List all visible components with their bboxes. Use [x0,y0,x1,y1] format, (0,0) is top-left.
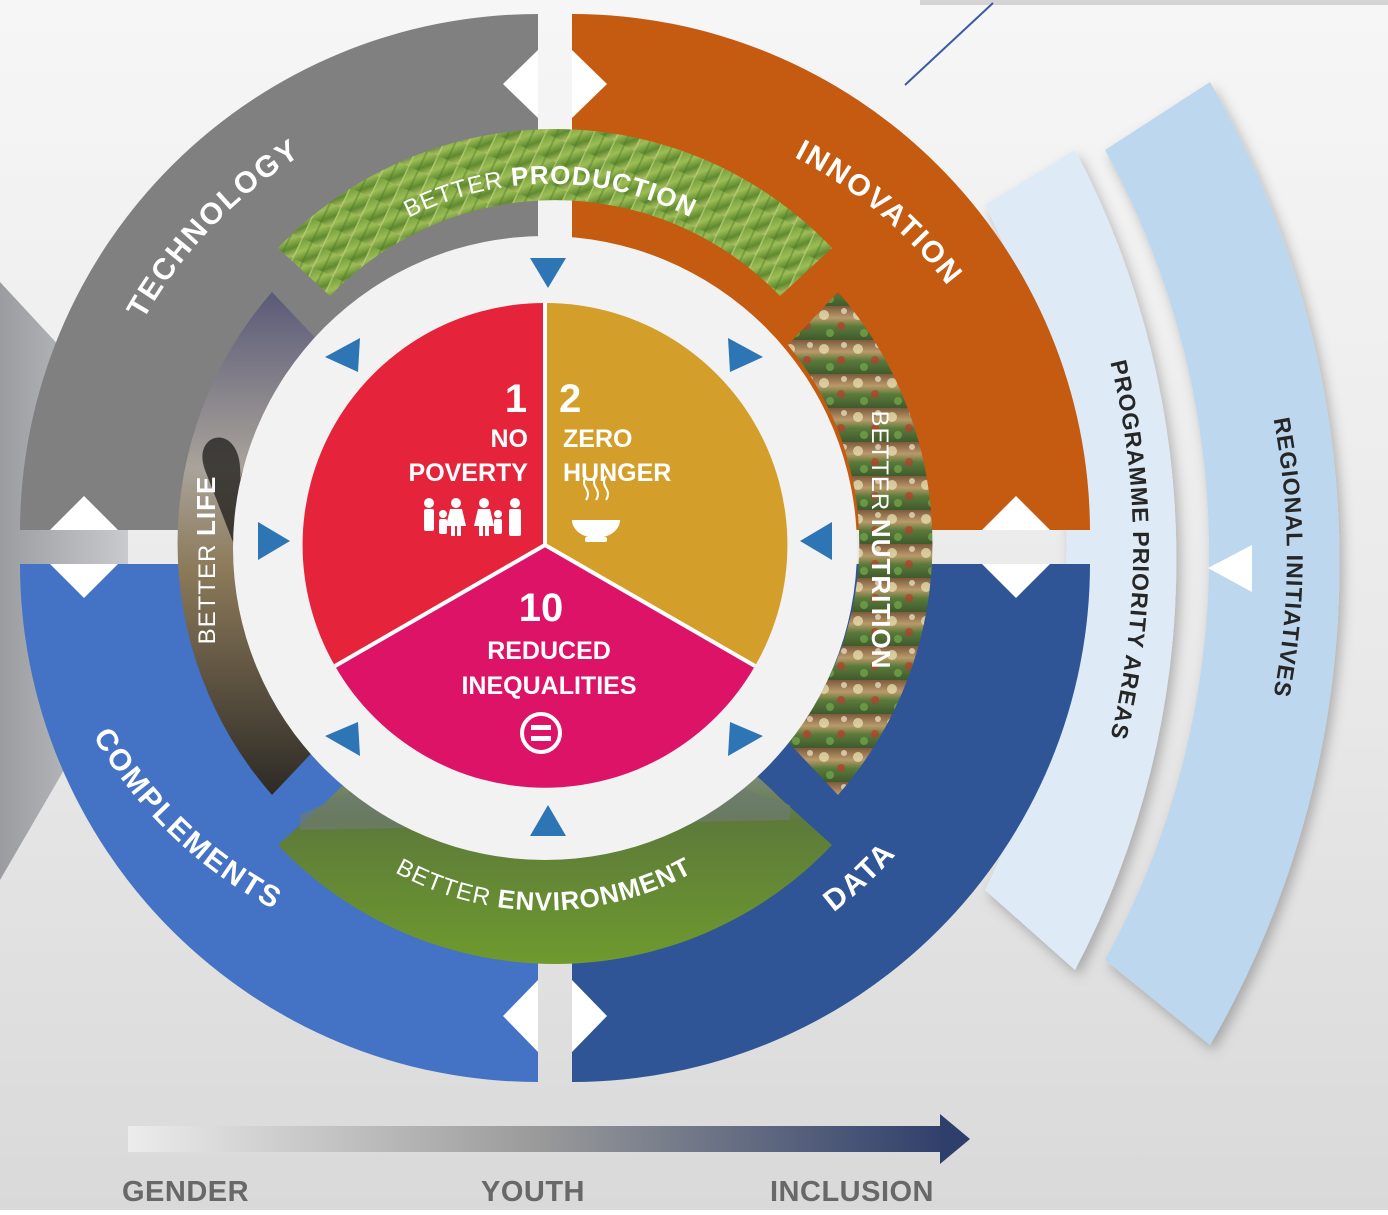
nutrition-label: BETTER NUTRITION [866,411,896,670]
sdg-pie [302,302,788,788]
connector-line [904,2,994,86]
sdg-2-line2: HUNGER [563,459,671,487]
sdg-2-number: 2 [559,377,581,421]
pointer-triangles [258,258,832,836]
sdg-1-line2: POVERTY [409,459,529,487]
inclusion-arrow-bar [128,1126,948,1152]
sdg-2-slice[interactable] [545,302,788,666]
life-label: BETTER LIFE [191,476,221,645]
equal-icon [520,712,562,754]
top-right-bar [920,0,1388,5]
svg-text:BETTER LIFE: BETTER LIFE [191,476,221,645]
family-icon [424,498,521,536]
youth-label: YOUTH [481,1176,585,1208]
svg-text:BETTER NUTRITION: BETTER NUTRITION [866,411,896,670]
bowl-icon [572,475,620,542]
sdg-10-line2: INEQUALITIES [461,672,636,700]
sdg-1-number: 1 [505,377,527,421]
production-image [278,129,832,296]
sdg-10-number: 10 [519,586,564,630]
programme-priority-arc[interactable] [985,150,1177,970]
inclusion-label: INCLUSION [770,1176,934,1208]
sdg-2-line1: ZERO [563,425,632,453]
connector-diamonds [50,50,1050,1052]
left-triangle-arrow [1208,545,1252,592]
sdg-1-slice[interactable] [302,302,545,666]
sdg-10-line1: REDUCED [487,637,611,665]
nutrition-image [788,292,933,795]
gender-label: GENDER [122,1176,250,1208]
inclusion-arrow-head [940,1114,970,1164]
sdg-1-line1: NO [491,425,529,453]
